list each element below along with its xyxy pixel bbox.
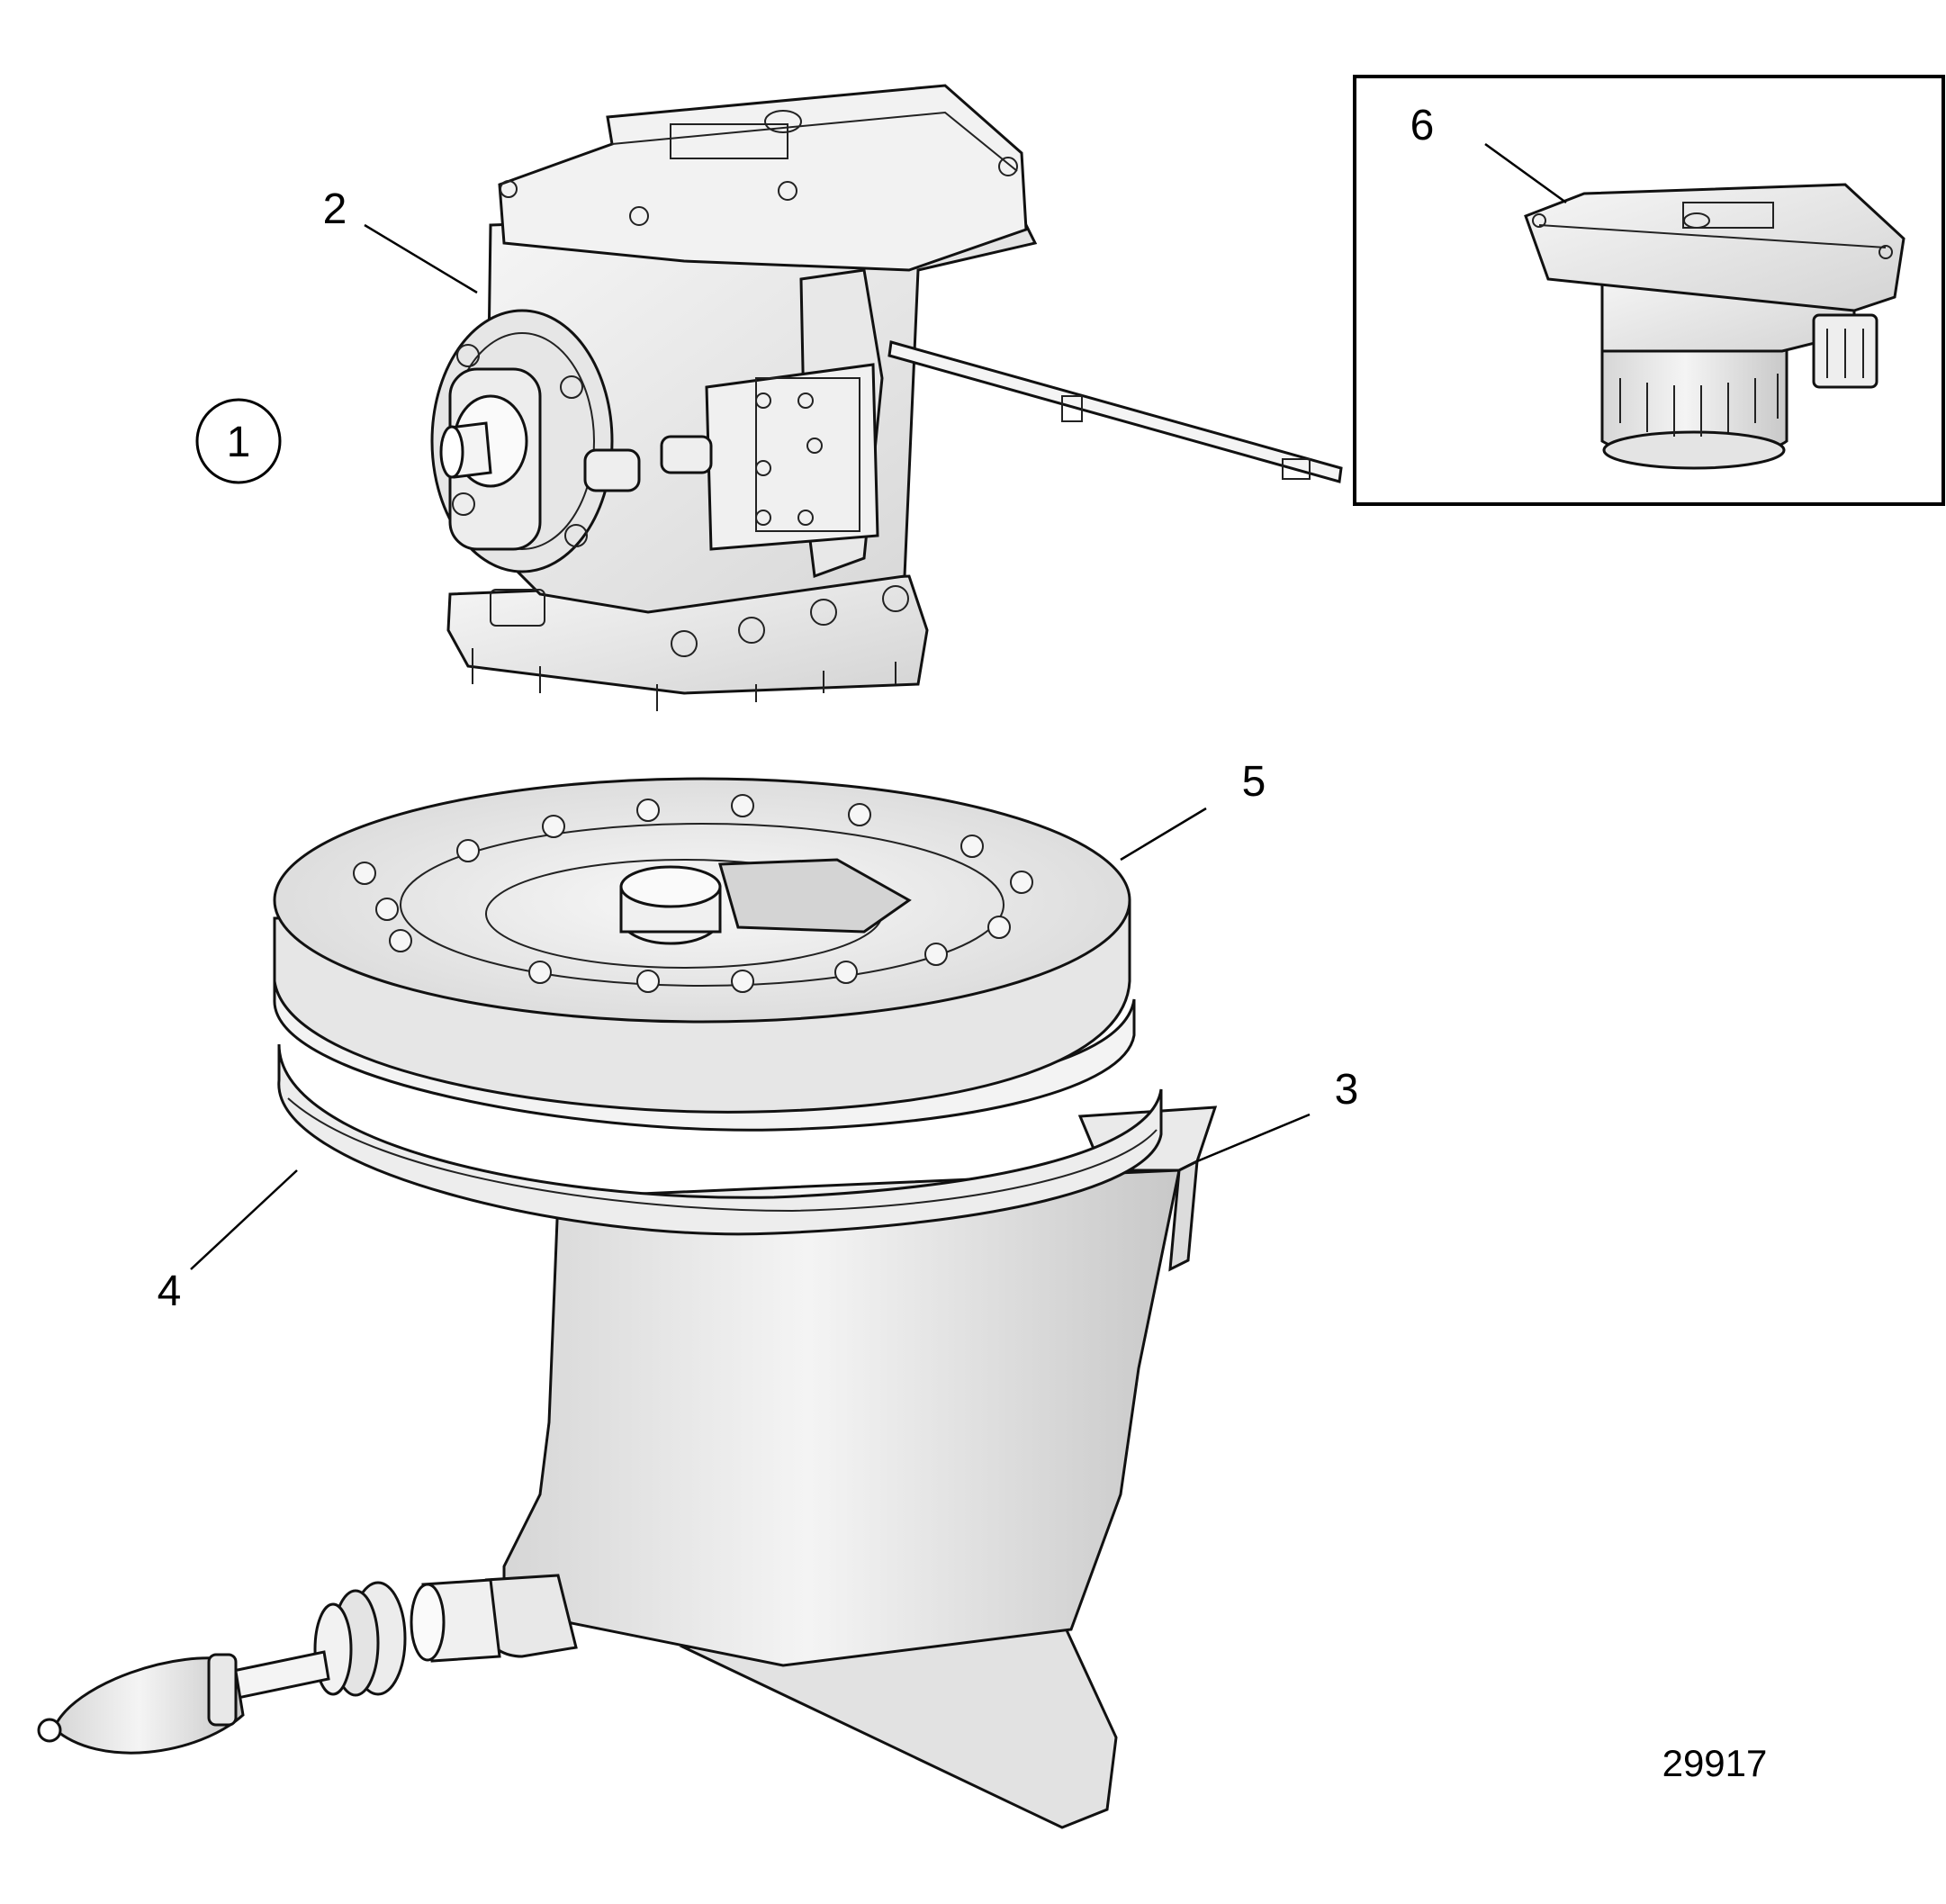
callout-4: 4: [158, 1268, 182, 1315]
callout-1-circled: 1: [195, 398, 282, 484]
callout-2: 2: [323, 185, 347, 233]
callout-3: 3: [1335, 1066, 1359, 1114]
disc-bolts: [353, 794, 1033, 993]
mounting-disc: [273, 777, 1131, 1114]
figure-number: 29917: [1662, 1742, 1768, 1784]
leader-lines: [190, 142, 1567, 1270]
drive-leg: [37, 1105, 1218, 1829]
callout-5: 5: [1242, 758, 1266, 806]
callout-1: 1: [227, 419, 251, 466]
control-unit: [1524, 183, 1905, 470]
gearbox-unit: [430, 84, 1343, 711]
callout-6: 6: [1410, 102, 1435, 149]
